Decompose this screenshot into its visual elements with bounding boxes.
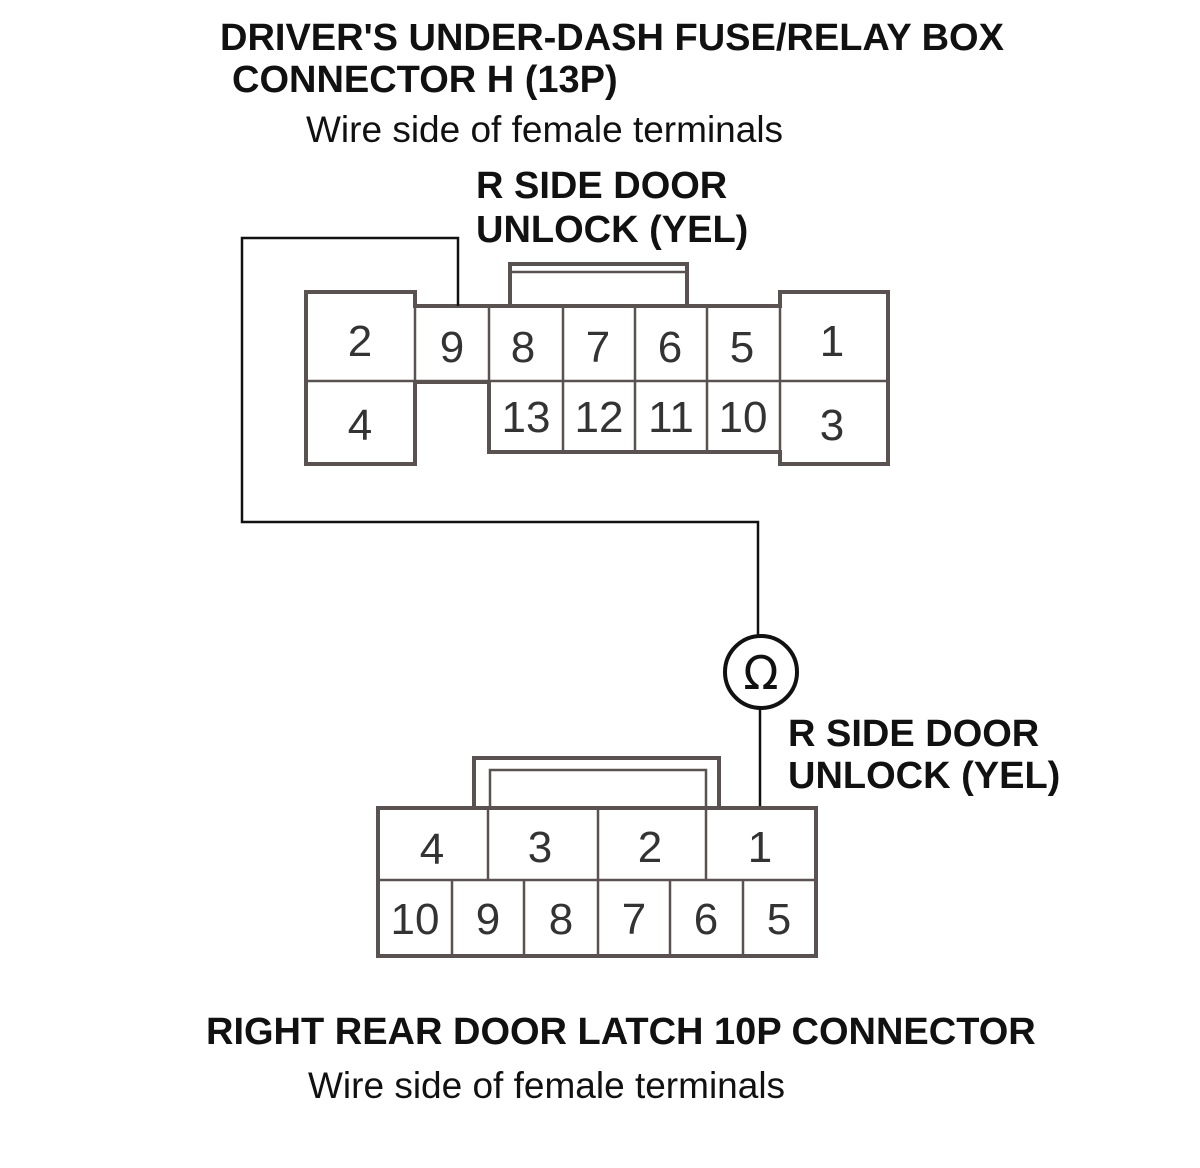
bottom-wire-label-line1: R SIDE DOOR <box>788 713 1039 755</box>
bottom-pin-9: 9 <box>476 895 500 944</box>
top-wire-label-line1: R SIDE DOOR <box>476 165 727 207</box>
bottom-connector-title: RIGHT REAR DOOR LATCH 10P CONNECTOR <box>206 1011 1036 1053</box>
top-connector-title-line1: DRIVER'S UNDER-DASH FUSE/RELAY BOX <box>220 17 1005 59</box>
bottom-pin-8: 8 <box>549 895 573 944</box>
top-pin-8: 8 <box>511 323 535 372</box>
top-pin-10: 10 <box>719 393 768 442</box>
bottom-pin-4: 4 <box>420 825 444 874</box>
bottom-pin-1: 1 <box>748 823 772 872</box>
ohmmeter-circle <box>723 634 799 710</box>
test-lead-wire <box>240 236 760 636</box>
top-pin-6: 6 <box>658 323 682 372</box>
top-pin-7: 7 <box>586 323 610 372</box>
top-pin-11: 11 <box>648 393 694 442</box>
bottom-pin-2: 2 <box>638 823 662 872</box>
top-connector-13p: 2 9 8 7 6 5 1 4 13 12 11 10 3 <box>304 262 890 466</box>
ohm-icon: Ω <box>743 646 778 700</box>
top-connector-title-line2: CONNECTOR H (13P) <box>232 59 618 101</box>
bottom-connector-latch-inner <box>488 768 708 808</box>
top-pin-12: 12 <box>575 393 624 442</box>
top-pin-9: 9 <box>440 323 464 372</box>
top-pin-4: 4 <box>348 401 372 450</box>
top-pin-5: 5 <box>730 323 754 372</box>
bottom-wire-label-line2: UNLOCK (YEL) <box>788 755 1060 797</box>
ohmmeter: Ω <box>723 634 799 710</box>
bottom-pin-5: 5 <box>767 895 791 944</box>
top-pin-3: 3 <box>820 401 844 450</box>
bottom-connector-10p: 4 3 2 1 10 9 8 7 6 5 <box>376 756 818 958</box>
bottom-connector-subtitle: Wire side of female terminals <box>308 1065 785 1106</box>
top-pin-1: 1 <box>820 317 844 366</box>
bottom-pin-10: 10 <box>391 895 440 944</box>
bottom-connector-latch <box>472 756 721 808</box>
bottom-pin-3: 3 <box>528 823 552 872</box>
top-pin-2: 2 <box>348 317 372 366</box>
top-connector-subtitle: Wire side of female terminals <box>306 109 783 150</box>
bottom-pin-6: 6 <box>694 895 718 944</box>
top-connector-latch <box>508 262 689 306</box>
top-pin-13: 13 <box>502 393 551 442</box>
top-wire-label-line2: UNLOCK (YEL) <box>476 209 748 251</box>
bottom-pin-7: 7 <box>622 895 646 944</box>
